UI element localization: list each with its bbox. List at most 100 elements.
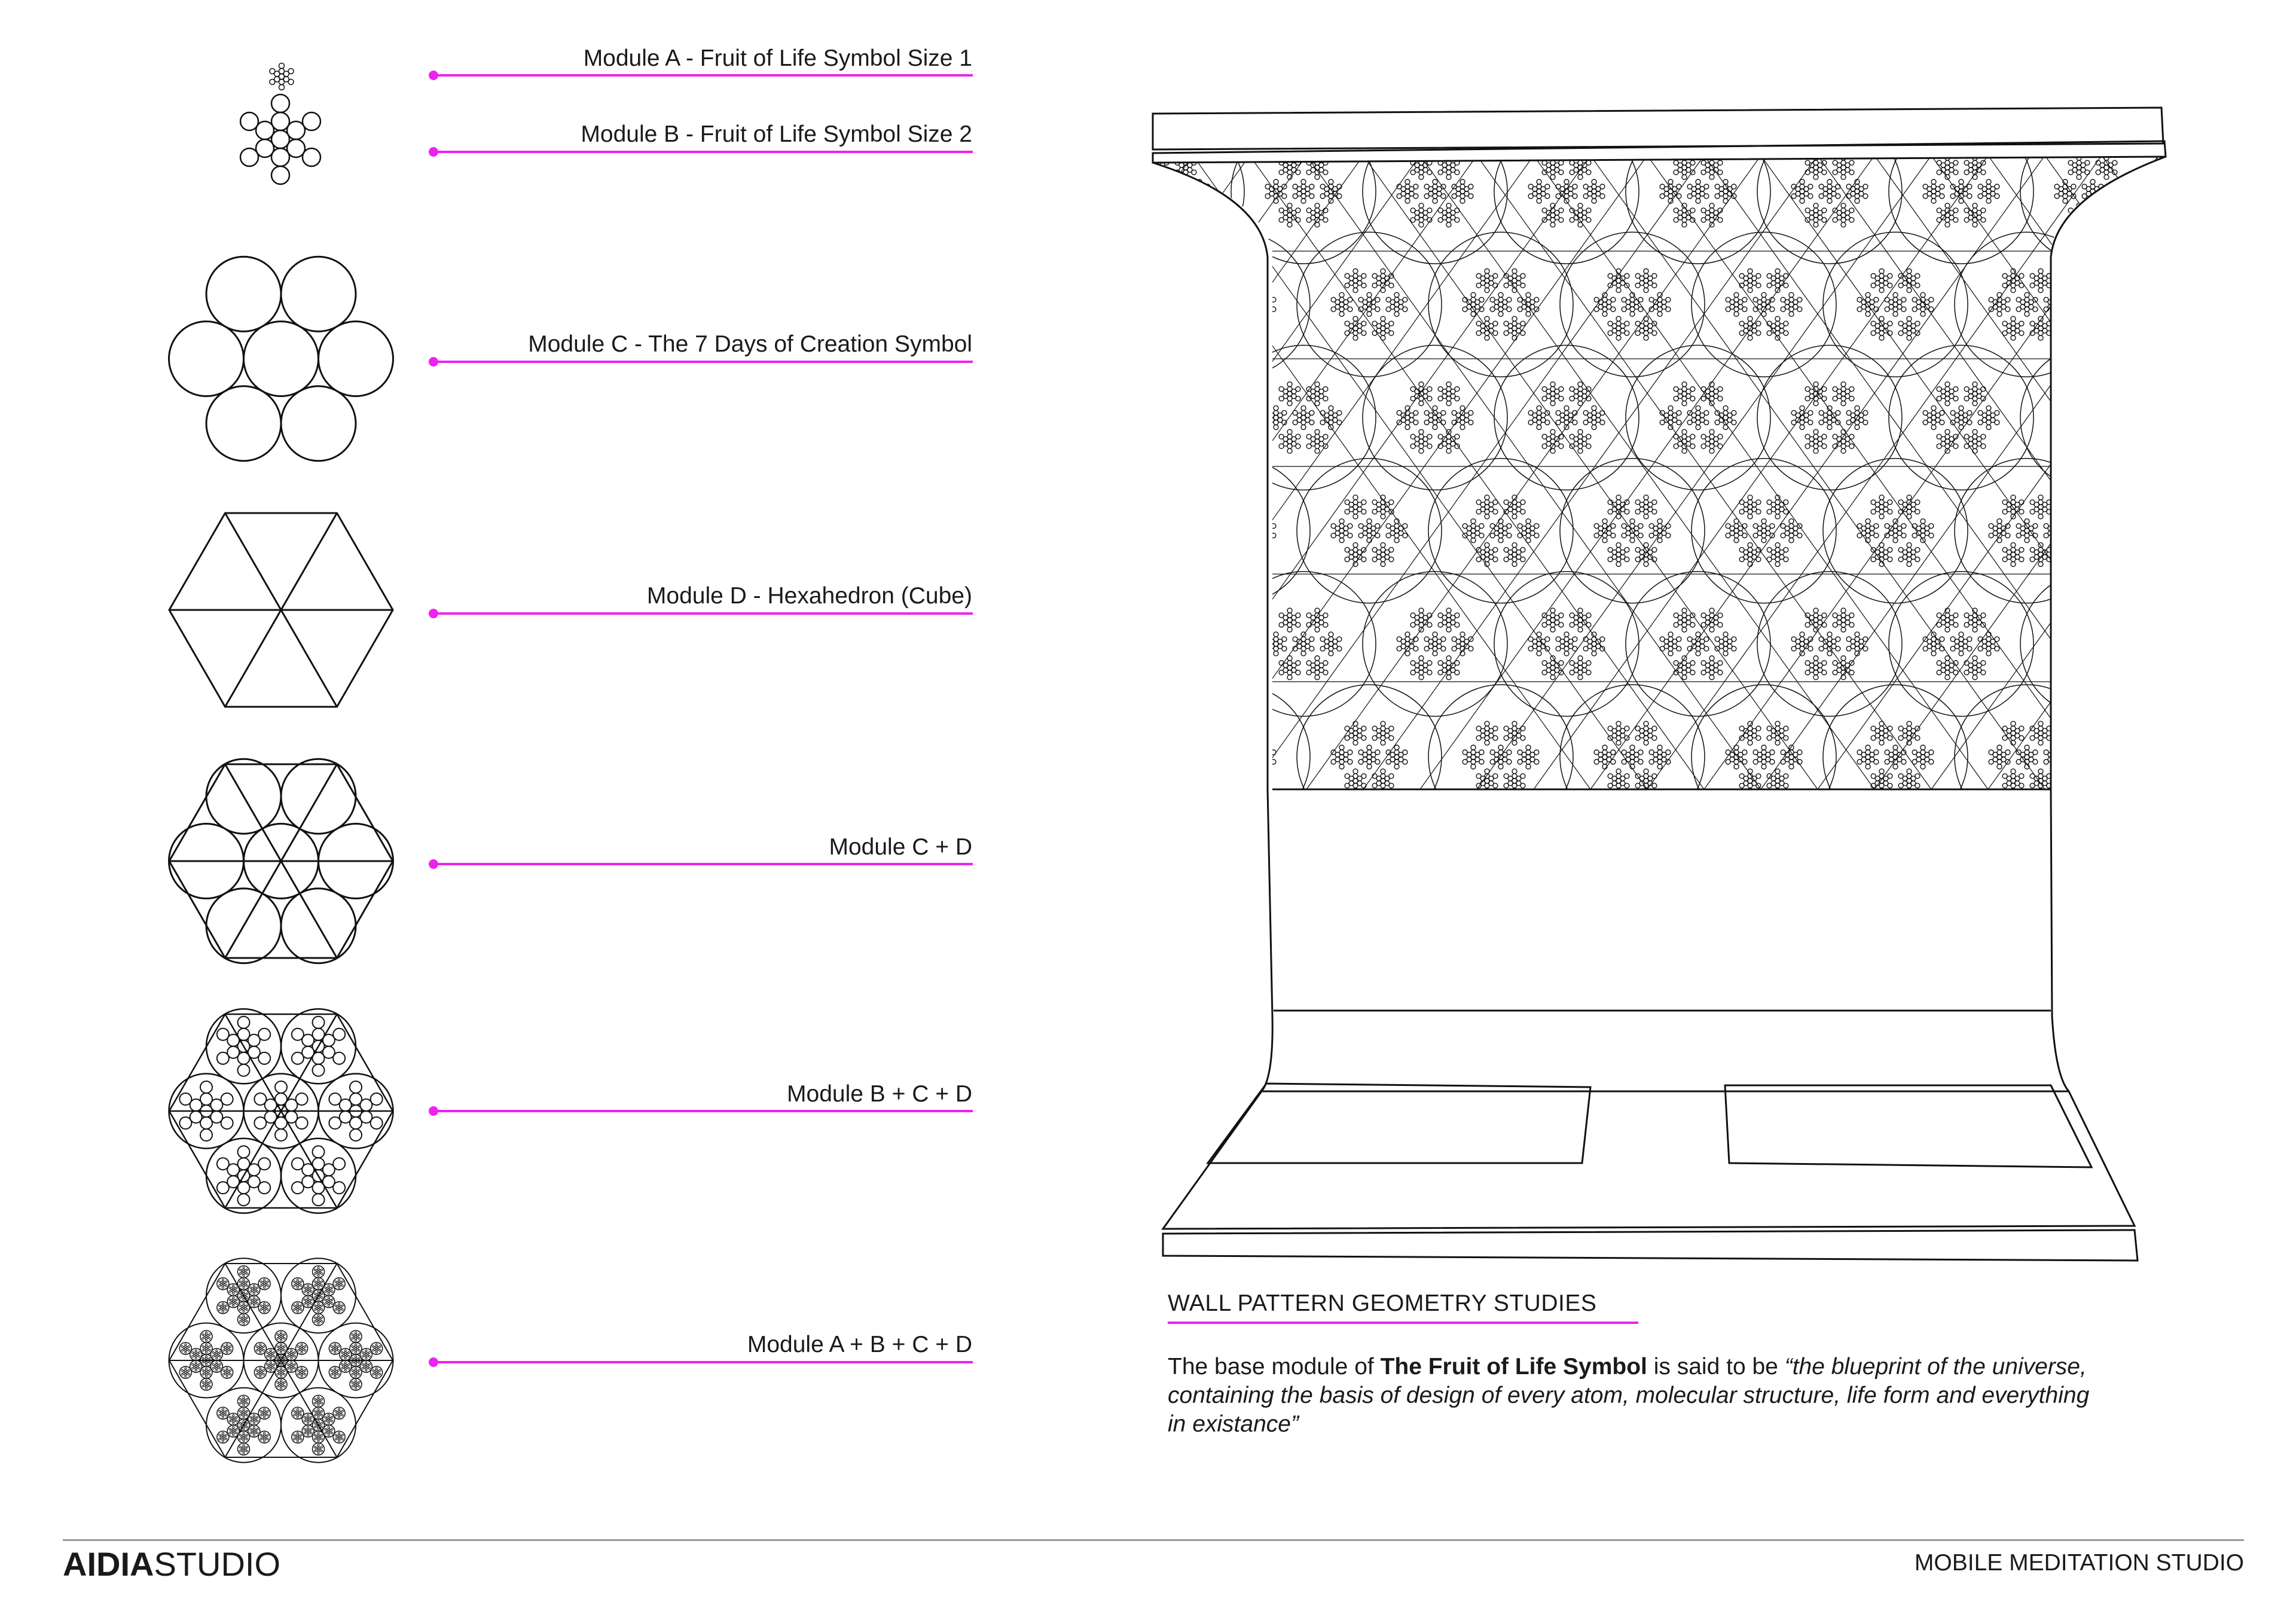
module-abcd-fruit-a-3-8 <box>239 1444 249 1454</box>
module-abcd-fruit-a-4-8 <box>201 1379 211 1390</box>
module-abcd-fruit-a-0-1 <box>286 1361 296 1372</box>
module-abcd-fruit-a-3-4 <box>228 1414 238 1424</box>
module-abcd-fruit-a-4-3 <box>191 1361 201 1372</box>
module-abcd-fruit-a-2-2 <box>313 1432 323 1442</box>
module-abcd-fruit-a-1-12 <box>371 1343 381 1354</box>
module-abcd-fruit-a-2-12 <box>334 1408 344 1418</box>
module-abcd-fruit-a-0-5 <box>276 1343 286 1354</box>
module-abcd-fruit-a-5-5 <box>239 1278 249 1289</box>
module-abcd-fruit-a-1-6 <box>361 1349 371 1360</box>
module-abcd-fruit-a-0-4 <box>266 1349 276 1360</box>
module-abcd-fruit-a-4-2 <box>201 1367 211 1378</box>
module-bcd-fruit-4 <box>179 1081 234 1142</box>
module-abcd-fruit-a-4-12 <box>222 1343 232 1354</box>
module-abcd-fruit-a-1-2 <box>351 1367 361 1378</box>
module-abcd-fruit-a-2-10 <box>293 1408 303 1418</box>
module-abcd-fruit-a-6-8 <box>313 1314 323 1325</box>
section-description: The base module of The Fruit of Life Sym… <box>1168 1353 2100 1439</box>
module-abcd-fruit-a-6-11 <box>313 1267 323 1277</box>
module-bcd-fruit-0 <box>254 1081 309 1142</box>
module-abcd-fruit-b-5 <box>216 1265 271 1326</box>
label-module-bcd: Module B + C + D <box>787 1081 972 1107</box>
logo-light-part: STUDIO <box>154 1545 281 1583</box>
module-abcd-fruit-a-2-8 <box>313 1444 323 1454</box>
label-module-d: Module D - Hexahedron (Cube) <box>646 583 972 609</box>
module-abcd-fruit-a-1-3 <box>341 1361 350 1372</box>
module-abcd-fruit-a-0-2 <box>276 1367 286 1378</box>
logo-bold-part: AIDIA <box>63 1545 154 1583</box>
module-abcd-fruit-b-6 <box>291 1265 346 1326</box>
module-abcd-fruit-a-3-11 <box>239 1396 249 1406</box>
leader-line-module-d <box>429 609 973 618</box>
floor-cushion-right <box>1724 1084 2093 1168</box>
module-abcd-fruit-a-2-9 <box>293 1432 303 1442</box>
module-bcd-fruit-3 <box>216 1145 271 1207</box>
module-cd-symbol <box>168 758 394 965</box>
module-abcd-fruit-a-2-3 <box>303 1426 313 1436</box>
module-abcd-fruit-a-4-6 <box>212 1349 221 1360</box>
module-abcd-fruit-a-0-3 <box>266 1361 276 1372</box>
module-abcd-fruit-a-0-7 <box>297 1367 307 1378</box>
module-abcd-fruit-a-1-7 <box>371 1367 381 1378</box>
module-abcd-fruit-a-1-10 <box>330 1343 340 1354</box>
module-bcd-fruit-5 <box>216 1015 271 1077</box>
module-abcd-fruit-a-1-0 <box>351 1355 361 1366</box>
module-abcd-fruit-b-3 <box>216 1394 271 1456</box>
wall-left-edge <box>1152 161 1274 1092</box>
module-abcd-fruit-a-1-9 <box>330 1367 340 1378</box>
module-abcd-circles <box>168 1258 394 1463</box>
leader-line-module-a <box>429 71 973 80</box>
module-abcd-fruit-a-1-4 <box>341 1349 350 1360</box>
module-abcd-fruit-a-3-2 <box>239 1432 249 1442</box>
module-abcd-fruit-b-2 <box>291 1394 346 1456</box>
module-cd-hexagon <box>168 763 394 959</box>
module-abcd-fruit-a-5-12 <box>259 1278 269 1289</box>
module-abcd-fruit-a-3-1 <box>249 1426 259 1436</box>
module-abcd-fruit-a-1-8 <box>351 1379 361 1390</box>
description-mid: is said to be <box>1647 1354 1785 1380</box>
module-bcd-fruit-6 <box>291 1015 346 1077</box>
module-abcd-fruit-a-3-3 <box>228 1426 238 1436</box>
module-bcd-fruit-2 <box>291 1145 346 1207</box>
module-abcd-fruit-a-5-7 <box>259 1302 269 1313</box>
module-abcd-fruit-a-0-10 <box>255 1343 265 1354</box>
label-module-abcd: Module A + B + C + D <box>747 1332 972 1357</box>
module-abcd-fruit-a-2-11 <box>313 1396 323 1406</box>
module-abcd-fruit-a-5-8 <box>239 1314 249 1325</box>
module-abcd-fruit-a-5-0 <box>239 1290 249 1301</box>
description-quote: “the blueprint of the universe, containi… <box>1168 1354 2090 1437</box>
module-abcd-fruit-a-5-2 <box>239 1302 249 1313</box>
module-abcd-fruit-b-1 <box>328 1330 383 1391</box>
module-abcd-fruit-a-1-11 <box>351 1331 361 1342</box>
module-abcd-fruit-a-2-1 <box>324 1426 334 1436</box>
module-abcd-fruit-a-6-6 <box>324 1284 334 1295</box>
section-heading: WALL PATTERN GEOMETRY STUDIES <box>1168 1290 1597 1316</box>
module-abcd-fruit-b-4 <box>179 1330 234 1391</box>
module-abcd-fruit-a-5-3 <box>228 1296 238 1307</box>
module-abcd-fruit-a-5-4 <box>228 1284 238 1295</box>
leader-line-module-b <box>429 147 973 157</box>
module-abcd-fruit-a-2-7 <box>334 1432 344 1442</box>
leader-line-module-abcd <box>429 1357 973 1367</box>
module-abcd-fruit-a-3-10 <box>218 1408 228 1418</box>
section-heading-underline <box>1168 1322 1638 1324</box>
module-d-symbol <box>168 512 394 708</box>
module-abcd-fruit-a-6-0 <box>313 1290 323 1301</box>
floor-cushion-left <box>1206 1082 1592 1164</box>
module-abcd-fruit-a-4-10 <box>181 1343 191 1354</box>
module-abcd-fruit-a-3-7 <box>259 1432 269 1442</box>
module-abcd-fruit-a-4-0 <box>201 1355 211 1366</box>
module-abcd-fruit-a-6-2 <box>313 1302 323 1313</box>
leader-line-module-bcd <box>429 1106 973 1116</box>
studio-logo: AIDIASTUDIO <box>63 1545 280 1583</box>
module-abcd-fruit-a-2-6 <box>324 1414 334 1424</box>
module-abcd-fruit-a-3-5 <box>239 1408 249 1418</box>
leader-line-module-c <box>429 357 973 367</box>
module-abcd-fruit-a-0-9 <box>255 1367 265 1378</box>
module-abcd-fruit-a-4-11 <box>201 1331 211 1342</box>
module-abcd-fruit-a-6-10 <box>293 1278 303 1289</box>
module-abcd-fruit-a-4-1 <box>212 1361 221 1372</box>
module-abcd-fruit-a-4-5 <box>201 1343 211 1354</box>
module-abcd-fruit-a-5-1 <box>249 1296 259 1307</box>
